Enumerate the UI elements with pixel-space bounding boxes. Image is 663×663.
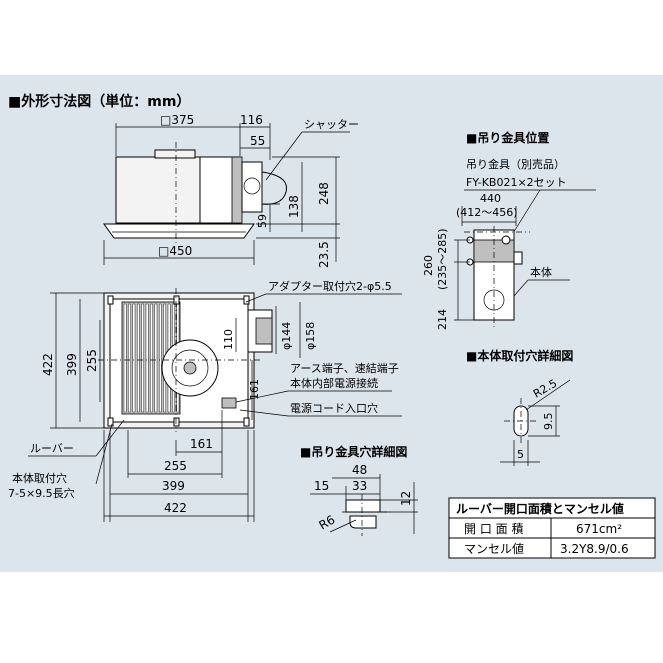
side-view-grille (103, 223, 255, 239)
dim-front-161v: 161 (248, 379, 261, 400)
louver-slat (132, 303, 136, 413)
fan-hub (183, 361, 197, 375)
label-hanger-body: 本体 (530, 265, 552, 279)
louver-slat (158, 303, 162, 413)
dim-mount-9-5: 9.5 (542, 413, 555, 431)
dim-hanger-hole-33: 33 (352, 479, 367, 493)
dim-front-110: 110 (222, 329, 235, 350)
spec-row-1-value: 3.2Y8.9/0.6 (560, 542, 629, 556)
label-terminal-2: 本体内部電源接続 (290, 376, 378, 390)
dim-side-116: 116 (240, 113, 263, 127)
dim-hanger-hole-15: 15 (314, 479, 329, 493)
side-view-shutter-hinge (243, 177, 261, 195)
dim-mount-5: 5 (517, 448, 524, 461)
terminal-block (221, 397, 237, 409)
dim-hanger-hole-48: 48 (352, 463, 367, 477)
louver-slat (141, 303, 145, 413)
dim-side-23-5: 23.5 (317, 241, 331, 268)
drawing-title: ■外形寸法図（単位：mm） (8, 93, 190, 110)
dim-side-450: □450 (158, 244, 192, 258)
dim-front-422v: 422 (41, 353, 55, 376)
dim-front-161h: 161 (190, 437, 213, 451)
label-shutter: シャッター (304, 118, 359, 131)
label-hanger-part-2: FY-KB021×2セット (466, 176, 567, 189)
label-mount-hole-1: 本体取付穴 (12, 471, 67, 485)
louver-slat (128, 303, 131, 413)
spec-table-header: ルーバー開口面積とマンセル値 (456, 501, 624, 516)
heading-mount-hole-detail: ■本体取付穴詳細図 (466, 348, 573, 363)
dim-front-399h: 399 (162, 479, 185, 493)
label-terminal-1: アース端子、速結端子 (290, 361, 399, 375)
label-adapter-hole: アダプター取付穴2-φ5.5 (268, 279, 392, 293)
dim-front-phi158: φ158 (304, 322, 317, 350)
spec-table: ルーバー開口面積とマンセル値 開 口 面 積 671cm² マンセル値 3.2Y… (448, 497, 656, 559)
spec-row-0-label: 開 口 面 積 (464, 521, 523, 536)
hanger-hole-plate (345, 499, 381, 513)
label-mount-hole-2: 7-5×9.5長穴 (8, 486, 75, 500)
louver-slat (150, 303, 153, 413)
label-cord-inlet: 電源コード入口穴 (290, 401, 378, 415)
fan-inner-circle (171, 349, 209, 387)
side-view-shutter-curve (261, 171, 287, 205)
louver-slat (145, 303, 149, 413)
spec-row-1-label: マンセル値 (464, 541, 524, 556)
dim-front-422h: 422 (164, 501, 187, 515)
dim-front-255v: 255 (85, 349, 99, 372)
hanger-position: ■吊り金具位置 吊り金具（別売品） FY-KB021×2セット 440 (412… (422, 130, 596, 330)
dim-front-255h: 255 (164, 459, 187, 473)
heading-hanger-hole-detail: ■吊り金具穴詳細図 (300, 444, 407, 459)
hanger-hole-detail: ■吊り金具穴詳細図 48 33 15 12 R6 (300, 444, 418, 536)
heading-hanger-position: ■吊り金具位置 (466, 130, 549, 145)
dim-side-248: 248 (317, 182, 331, 205)
dim-hanger-hole-12: 12 (399, 491, 413, 506)
hanger-hole-slot (349, 515, 377, 529)
spec-row-0-value: 671cm² (576, 522, 622, 536)
front-adapter-inner (255, 317, 273, 345)
louver-slat (154, 303, 158, 413)
side-view: □375 116 55 248 138 59 23.5 (103, 113, 359, 268)
dim-side-375: □375 (160, 113, 194, 127)
dim-hanger-214: 214 (436, 309, 449, 330)
front-view: 422 399 255 110 161 φ144 φ158 161 255 (8, 279, 402, 522)
dim-hanger-hole-r6: R6 (317, 512, 338, 532)
dim-hanger-412-456: (412～456) (456, 206, 518, 219)
louver-slat (123, 303, 127, 413)
dim-front-399v: 399 (65, 353, 79, 376)
dim-hanger-235-285: (235～285) (436, 228, 449, 290)
side-view-adapter (231, 156, 243, 224)
mount-hole-detail: ■本体取付穴詳細図 9.5 R2.5 5 (466, 348, 573, 466)
louver-slat (136, 303, 140, 413)
dim-front-phi144: φ144 (280, 322, 293, 350)
side-view-top-cap (154, 149, 196, 159)
dim-hanger-440: 440 (480, 192, 501, 205)
dim-side-55: 55 (250, 134, 265, 148)
dim-side-59: 59 (256, 214, 269, 228)
label-louver: ルーバー (30, 442, 74, 455)
label-hanger-part-1: 吊り金具（別売品） (466, 157, 565, 171)
dim-side-138: 138 (287, 195, 301, 218)
side-view-shutter-duct (241, 161, 263, 213)
dim-hanger-260: 260 (422, 255, 435, 276)
